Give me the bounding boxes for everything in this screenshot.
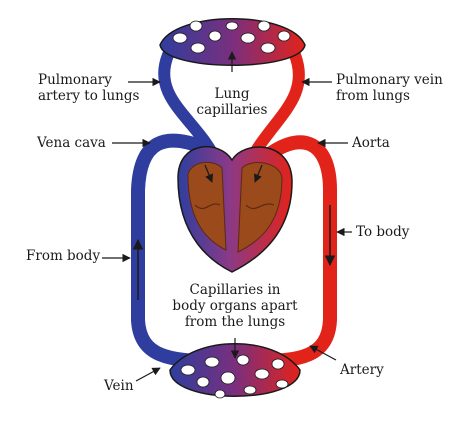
left-inflow-arrow <box>253 164 263 183</box>
aorta-vessel <box>248 135 337 369</box>
label-pulmonary-artery: Pulmonary artery to lungs <box>38 72 140 104</box>
body-capillary-mesh <box>180 354 289 399</box>
label-to-body: To body <box>356 224 410 240</box>
flow-arrows <box>132 205 336 300</box>
label-vena-cava: Vena cava <box>37 135 106 151</box>
label-aorta: Aorta <box>352 135 390 151</box>
right-heart-chamber <box>187 161 227 251</box>
right-inflow-arrow <box>204 164 214 183</box>
label-vein: Vein <box>104 378 134 394</box>
label-from-body: From body <box>26 248 101 264</box>
heart <box>177 146 293 273</box>
left-heart-chamber <box>237 162 283 253</box>
pointer-vein <box>135 367 161 382</box>
pointer-lines <box>102 51 352 382</box>
label-body-capillaries: Capillaries in body organs apart from th… <box>172 282 298 330</box>
lung-capillary-mesh <box>172 20 291 54</box>
label-lung-capillaries: Lung capillaries <box>196 86 268 118</box>
label-artery: Artery <box>340 362 384 378</box>
right-valve <box>194 203 221 210</box>
pointer-artery <box>309 345 337 361</box>
label-pulmonary-vein: Pulmonary vein from lungs <box>336 72 443 104</box>
left-valve <box>245 203 275 210</box>
